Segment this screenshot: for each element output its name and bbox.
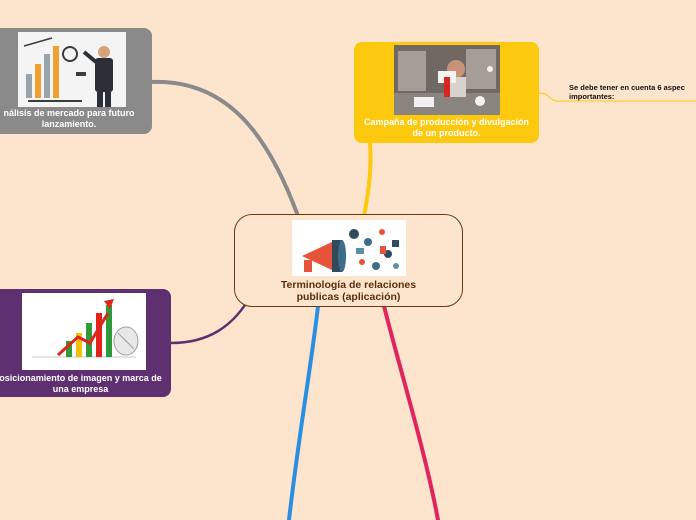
note-line2: importantes:: [569, 92, 615, 101]
market-analysis-line2: lanzamiento.: [41, 119, 97, 129]
brand-positioning-line2: una empresa: [52, 384, 109, 394]
topic-node-product-campaign[interactable]: Campaña de producción y divulgación de u…: [354, 42, 539, 143]
connector-note: [538, 92, 696, 102]
connector-left: [169, 300, 249, 345]
note-line1: Se debe tener en cuenta 6 aspec: [569, 83, 685, 92]
connector-top-left: [148, 79, 300, 218]
video-camera-icon: [393, 45, 500, 115]
subtopic-note[interactable]: Se debe tener en cuenta 6 aspec importan…: [569, 83, 696, 101]
connector-bottom-red: [382, 304, 440, 520]
brand-positioning-line1: osicionamiento de imagen y marca de: [0, 373, 162, 383]
connector-bottom-blue: [287, 304, 320, 520]
central-topic-node[interactable]: Terminología de relaciones publicas (apl…: [234, 214, 463, 307]
product-campaign-line1: Campaña de producción y divulgación: [363, 117, 530, 127]
topic-node-brand-positioning[interactable]: osicionamiento de imagen y marca de una …: [0, 289, 171, 397]
central-title-line1: Terminología de relaciones: [280, 279, 417, 291]
megaphone-icon: [291, 220, 406, 276]
businessman-chart-icon: [18, 32, 126, 107]
central-title-line2: publicas (aplicación): [296, 291, 401, 303]
market-analysis-line1: nálisis de mercado para futuro: [3, 108, 135, 118]
product-campaign-line2: de un producto.: [412, 128, 481, 138]
topic-node-market-analysis[interactable]: nálisis de mercado para futuro lanzamien…: [0, 28, 152, 134]
connector-top-right: [362, 141, 373, 218]
growth-chart-icon: [21, 293, 146, 370]
